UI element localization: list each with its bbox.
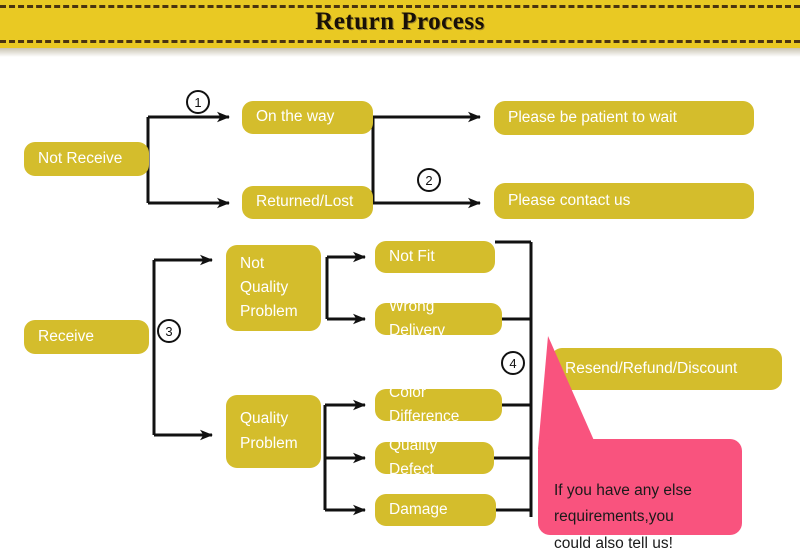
node-please-contact-us[interactable]: Please contact us <box>494 183 754 219</box>
node-label: Please contact us <box>508 191 631 209</box>
node-label: Not Fit <box>389 247 435 265</box>
callout-tail <box>538 336 596 449</box>
callout-bubble: If you have any else requirements,you co… <box>538 439 742 552</box>
node-quality-problem[interactable]: Quality Problem <box>226 395 321 468</box>
node-label: Color Difference <box>389 383 460 425</box>
node-damage[interactable]: Damage <box>375 494 496 526</box>
step-badge-label: 1 <box>194 94 202 110</box>
node-label: Quality Problem <box>240 410 298 452</box>
node-label: Wrong Delivery <box>389 297 445 339</box>
node-returned-lost[interactable]: Returned/Lost <box>242 186 373 219</box>
node-label: Quality Defect <box>389 436 438 478</box>
node-color-difference[interactable]: Color Difference <box>375 384 502 425</box>
step-badge-label: 4 <box>509 355 517 371</box>
node-quality-defect[interactable]: Quality Defect <box>375 437 494 478</box>
node-label: Not Quality Problem <box>240 254 298 320</box>
node-label: Resend/Refund/Discount <box>565 359 738 377</box>
callout-text: If you have any else requirements,you co… <box>554 481 692 552</box>
node-label: Returned/Lost <box>256 193 354 211</box>
step-badge-3: 3 <box>157 319 181 343</box>
step-badge-label: 2 <box>425 172 433 188</box>
node-on-the-way[interactable]: On the way <box>242 101 373 134</box>
header-shadow <box>0 48 800 57</box>
node-resend-refund-discount[interactable]: Resend/Refund/Discount <box>551 348 782 390</box>
return-process-flowchart: Not Receive Receive On the way Returned/… <box>0 57 800 556</box>
step-badge-4: 4 <box>501 351 525 375</box>
node-please-be-patient-to-wait[interactable]: Please be patient to wait <box>494 101 754 135</box>
step-badge-label: 3 <box>165 323 173 339</box>
node-not-quality-problem[interactable]: Not Quality Problem <box>226 245 321 331</box>
node-receive[interactable]: Receive <box>24 320 149 354</box>
node-label: On the way <box>256 108 335 126</box>
step-badge-1: 1 <box>186 90 210 114</box>
node-wrong-delivery[interactable]: Wrong Delivery <box>375 298 502 339</box>
node-not-receive[interactable]: Not Receive <box>24 142 149 176</box>
node-label: Please be patient to wait <box>508 108 677 126</box>
node-label: Receive <box>38 327 94 345</box>
step-badge-2: 2 <box>417 168 441 192</box>
flowchart-connectors <box>146 111 533 517</box>
node-not-fit[interactable]: Not Fit <box>375 241 495 273</box>
header-banner: Return Process <box>0 0 800 48</box>
node-label: Damage <box>389 500 448 518</box>
page-title: Return Process <box>315 8 485 35</box>
node-label: Not Receive <box>38 149 123 167</box>
